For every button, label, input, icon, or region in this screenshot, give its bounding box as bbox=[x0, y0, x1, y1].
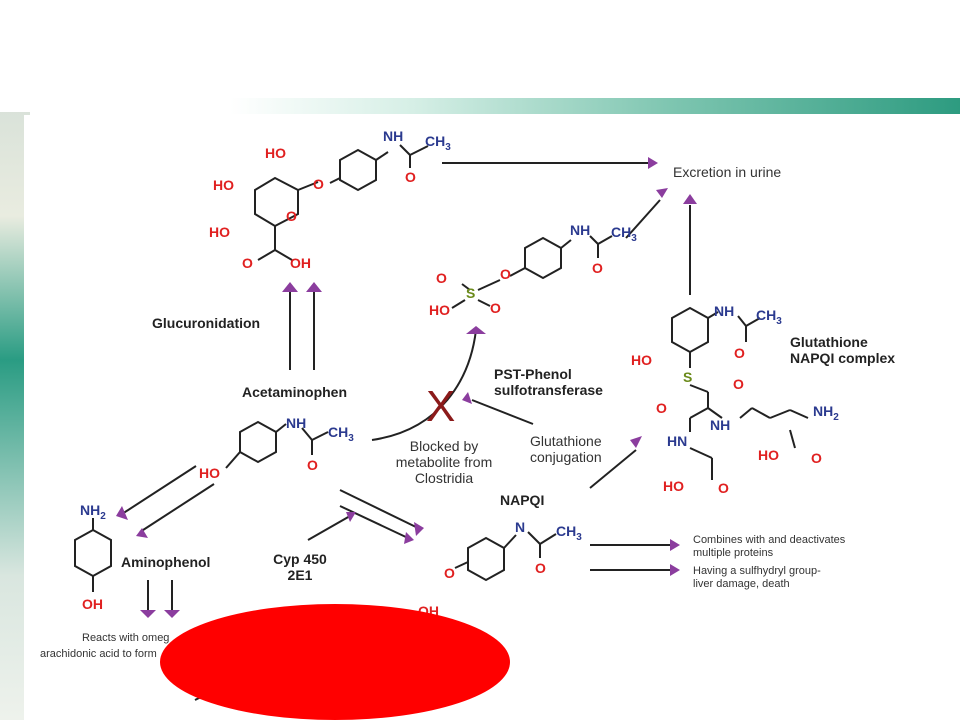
reacts-label: Reacts with omeg bbox=[82, 632, 170, 644]
aminophenol-ring bbox=[74, 528, 112, 578]
blocked-label: Blocked by metabolite from Clostridia bbox=[395, 438, 493, 487]
gsh-conjugation-label: Glutathione conjugation bbox=[530, 433, 602, 466]
sulfhydryl-label: Having a sulfhydryl group- liver damage,… bbox=[693, 565, 821, 590]
atom-n: N bbox=[515, 519, 526, 535]
sulfate-to-excretion-line bbox=[625, 199, 661, 239]
atom-oh: OH bbox=[82, 596, 103, 612]
combines-label: Combines with and deactivates multiple p… bbox=[693, 534, 846, 559]
cyp-line bbox=[307, 515, 351, 541]
background-top bbox=[0, 0, 960, 112]
arrowhead-excretion-3 bbox=[683, 194, 697, 204]
arrowhead-excretion-2 bbox=[656, 188, 668, 198]
acetaminophen-ring bbox=[239, 420, 277, 464]
atom-ch3: CH3 bbox=[756, 307, 782, 327]
atom-o: O bbox=[811, 450, 822, 466]
gsh-complex-ring bbox=[671, 306, 709, 354]
atom-nh2: NH2 bbox=[80, 502, 106, 522]
atom-o: O bbox=[718, 480, 729, 496]
atom-o: O bbox=[535, 560, 546, 576]
atom-o: O bbox=[286, 208, 297, 224]
atom-nh: NH bbox=[714, 303, 735, 319]
background-gradient-band bbox=[230, 98, 960, 114]
blocked-x-mark: X bbox=[426, 382, 456, 431]
gsh-napqi-complex-label: Glutathione NAPQI complex bbox=[790, 334, 896, 367]
arrowhead-sulfhydryl bbox=[670, 564, 680, 576]
arrowhead-gsh-conj bbox=[630, 436, 642, 448]
atom-o: O bbox=[405, 169, 416, 185]
arrowhead-napqi-1 bbox=[414, 522, 424, 536]
atom-ho: HO bbox=[758, 447, 779, 463]
atom-ch3: CH3 bbox=[556, 523, 582, 543]
atom-ho: HO bbox=[429, 302, 450, 318]
napqi-ring bbox=[467, 536, 505, 582]
arrowhead-down-2 bbox=[164, 610, 180, 618]
arrowhead-cyp bbox=[346, 512, 356, 522]
pst-to-blocked-line bbox=[471, 399, 534, 425]
atom-nh2: NH2 bbox=[813, 403, 839, 423]
acetaminophen-label: Acetaminophen bbox=[242, 384, 348, 400]
to-sulfate-curve bbox=[371, 329, 477, 441]
atom-o: O bbox=[242, 255, 253, 271]
cyp-450-label: Cyp 450 2E1 bbox=[273, 551, 327, 584]
arrowhead-gluc-1 bbox=[282, 282, 298, 292]
atom-o: O bbox=[500, 266, 511, 282]
purple-arrowheads bbox=[116, 157, 697, 618]
arrowhead-sulfate bbox=[466, 326, 486, 334]
glucuronide-ring bbox=[254, 176, 299, 228]
to-aminophenol-line-2 bbox=[139, 483, 215, 533]
pst-phenol-label: PST-Phenol sulfotransferase bbox=[494, 366, 603, 399]
atom-ho: HO bbox=[213, 177, 234, 193]
arrowhead-combines bbox=[670, 539, 680, 551]
arrowhead-aminophenol-1 bbox=[116, 506, 128, 520]
atom-ho: HO bbox=[663, 478, 684, 494]
atom-ch3: CH3 bbox=[328, 424, 354, 444]
atom-ho: HO bbox=[265, 145, 286, 161]
atom-nh: NH bbox=[710, 417, 731, 433]
atom-o: O bbox=[733, 376, 744, 392]
arachidonic-label: arachidonic acid to form bbox=[40, 648, 157, 660]
atom-s: S bbox=[466, 285, 476, 301]
atom-o: O bbox=[734, 345, 745, 361]
atom-hn: HN bbox=[667, 433, 688, 449]
atom-o: O bbox=[307, 457, 318, 473]
to-napqi-line-1 bbox=[339, 489, 419, 529]
atom-nh: NH bbox=[286, 415, 307, 431]
atom-ch3: CH3 bbox=[611, 224, 637, 244]
atom-ho: HO bbox=[631, 352, 652, 368]
arrowhead-gluc-2 bbox=[306, 282, 322, 292]
atom-s: S bbox=[683, 369, 693, 385]
excretion-label: Excretion in urine bbox=[673, 164, 782, 180]
arrowhead-excretion-1 bbox=[648, 157, 658, 169]
red-redaction-oval bbox=[160, 604, 510, 720]
diagram-panel bbox=[24, 115, 960, 720]
arrowhead-aminophenol-2 bbox=[136, 528, 148, 538]
atom-ch3: CH3 bbox=[425, 133, 451, 153]
gsh-conjugation-line bbox=[589, 449, 637, 489]
sulfate-phenyl-ring bbox=[524, 236, 562, 280]
atom-ho: HO bbox=[209, 224, 230, 240]
glucuronidation-label: Glucuronidation bbox=[152, 315, 261, 331]
atom-nh: NH bbox=[383, 128, 404, 144]
atom-o: O bbox=[656, 400, 667, 416]
to-aminophenol-line-1 bbox=[121, 465, 197, 515]
atom-o: O bbox=[490, 300, 501, 316]
arrowhead-down-1 bbox=[140, 610, 156, 618]
aminophenol-label: Aminophenol bbox=[121, 554, 211, 570]
atom-o: O bbox=[592, 260, 603, 276]
atom-oh: OH bbox=[290, 255, 311, 271]
atom-nh: NH bbox=[570, 222, 591, 238]
napqi-label: NAPQI bbox=[500, 492, 545, 508]
atom-o: O bbox=[313, 176, 324, 192]
atom-o: O bbox=[436, 270, 447, 286]
atom-o: O bbox=[444, 565, 455, 581]
arrowhead-pst bbox=[462, 392, 472, 404]
atom-ho: HO bbox=[199, 465, 220, 481]
arrowhead-napqi-2 bbox=[404, 532, 414, 544]
glucuronide-phenyl-ring bbox=[339, 148, 377, 192]
to-napqi-line-2 bbox=[339, 505, 409, 539]
